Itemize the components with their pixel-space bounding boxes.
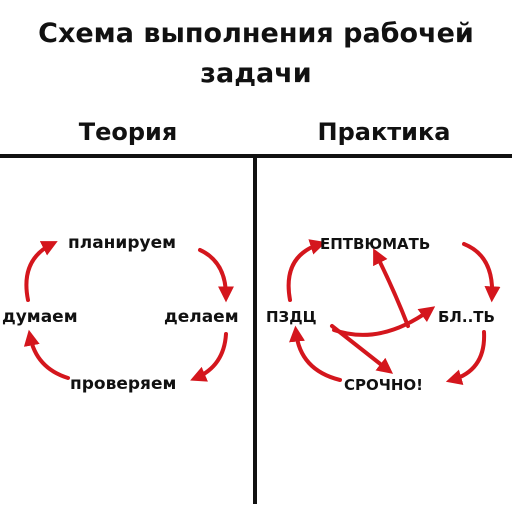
theory-arrow-think-to-plan [24, 241, 58, 302]
theory-step-think: думаем [2, 307, 78, 327]
practice-arrow-inner-up [373, 248, 410, 328]
practice-arrow-srochno-to-pzdc [289, 325, 342, 382]
theory-arrow-plan-to-do [198, 248, 234, 303]
theory-step-check: проверяем [70, 374, 177, 394]
theory-step-plan: планируем [68, 233, 177, 253]
practice-arrow-pzdc-to-eptv [286, 239, 327, 302]
theory-heading: Теория [78, 118, 178, 146]
practice-step-srochno: СРОЧНО! [344, 376, 424, 394]
theory-step-do: делаем [164, 307, 239, 327]
practice-step-eptv: ЕПТВЮМАТЬ [320, 235, 431, 253]
page-title: Схема выполнения рабочей задачи [0, 14, 512, 94]
practice-arrow-inner-swoop [332, 306, 436, 337]
title-line-1: Схема выполнения рабочей [38, 18, 474, 49]
practice-heading: Практика [317, 118, 451, 146]
practice-arrow-blt-to-srochno [445, 330, 487, 385]
theory-arrow-check-to-think [23, 329, 70, 380]
practice-step-blt: БЛ..ТЬ [438, 308, 495, 326]
practice-step-pzdc: ПЗДЦ [266, 308, 317, 326]
vertical-divider [253, 154, 257, 504]
theory-arrow-do-to-check [190, 332, 228, 382]
title-line-2: задачи [200, 58, 312, 89]
practice-arrow-eptv-to-blt [462, 242, 501, 303]
